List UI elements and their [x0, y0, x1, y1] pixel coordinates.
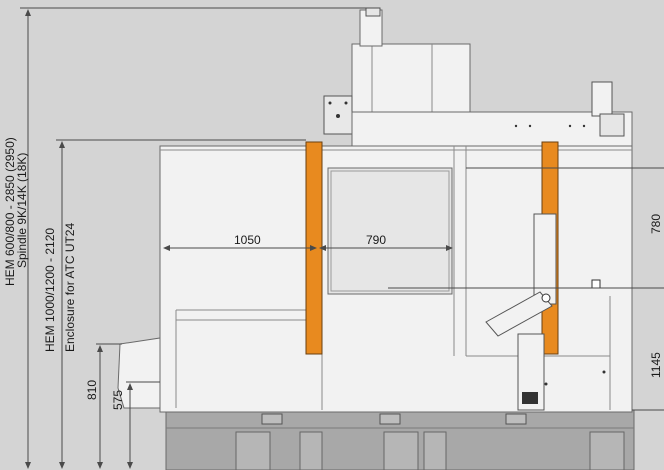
enclosure-height-label-2: Enclosure for ATC UT24 [63, 222, 77, 352]
door-window [327, 167, 453, 295]
height-1145-label: 1145 [649, 352, 663, 378]
height-810-label: 810 [85, 379, 99, 400]
dimension-lines [20, 7, 664, 469]
upper-enclosure [351, 81, 633, 149]
control-pendant [485, 213, 557, 411]
width-1050-label: 1050 [234, 233, 261, 247]
overall-height-label-2: Spindle 9K/14K (18K) [15, 152, 29, 268]
machine-base [165, 409, 635, 470]
enclosure-height-label-1: HEM 1000/1200 - 2120 [43, 227, 57, 352]
width-790-label: 790 [366, 233, 387, 247]
height-780-label: 780 [649, 213, 663, 234]
height-575-label: 575 [111, 389, 125, 410]
motor-block [323, 95, 353, 135]
